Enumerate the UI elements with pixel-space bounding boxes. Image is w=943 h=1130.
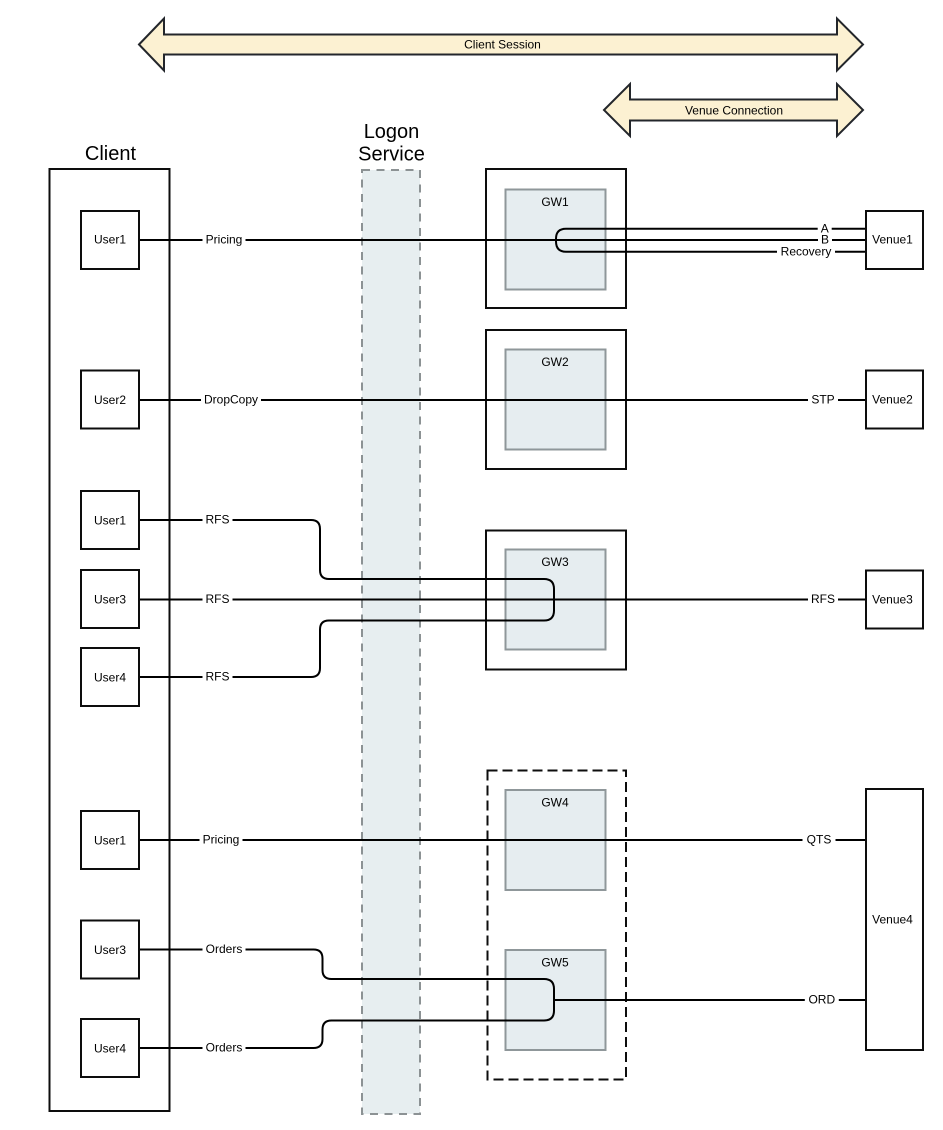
svg-text:Pricing: Pricing [206,233,243,247]
svg-text:GW1: GW1 [541,195,569,209]
svg-text:A: A [821,221,829,235]
svg-text:STP: STP [811,393,834,407]
svg-text:User1: User1 [94,833,126,847]
svg-text:DropCopy: DropCopy [204,393,258,407]
svg-text:GW4: GW4 [541,796,569,810]
svg-text:User1: User1 [94,513,126,527]
svg-text:Pricing: Pricing [203,833,240,847]
svg-text:GW2: GW2 [541,355,569,369]
svg-text:Logon: Logon [364,121,420,143]
svg-text:ORD: ORD [808,993,835,1007]
svg-text:GW5: GW5 [541,956,569,970]
svg-text:Venue1: Venue1 [872,233,913,247]
svg-text:Venue3: Venue3 [872,593,913,607]
svg-text:Client: Client [85,143,137,165]
svg-text:Recovery: Recovery [781,244,832,258]
svg-text:User3: User3 [94,592,126,606]
svg-text:B: B [821,233,829,247]
svg-text:User3: User3 [94,943,126,957]
svg-text:RFS: RFS [206,513,230,527]
svg-text:User2: User2 [94,393,126,407]
svg-text:User4: User4 [94,1041,126,1055]
svg-text:RFS: RFS [206,592,230,606]
svg-text:Venue4: Venue4 [872,913,913,927]
svg-text:RFS: RFS [811,592,835,606]
svg-text:Venue2: Venue2 [872,393,913,407]
svg-text:Service: Service [358,144,425,166]
svg-text:QTS: QTS [807,833,832,847]
svg-text:User1: User1 [94,233,126,247]
svg-text:Orders: Orders [206,942,243,956]
svg-text:GW3: GW3 [541,555,569,569]
svg-text:RFS: RFS [206,670,230,684]
svg-text:Client Session: Client Session [464,38,541,52]
svg-text:User4: User4 [94,670,126,684]
svg-text:Venue Connection: Venue Connection [685,103,783,117]
svg-text:Orders: Orders [206,1041,243,1055]
